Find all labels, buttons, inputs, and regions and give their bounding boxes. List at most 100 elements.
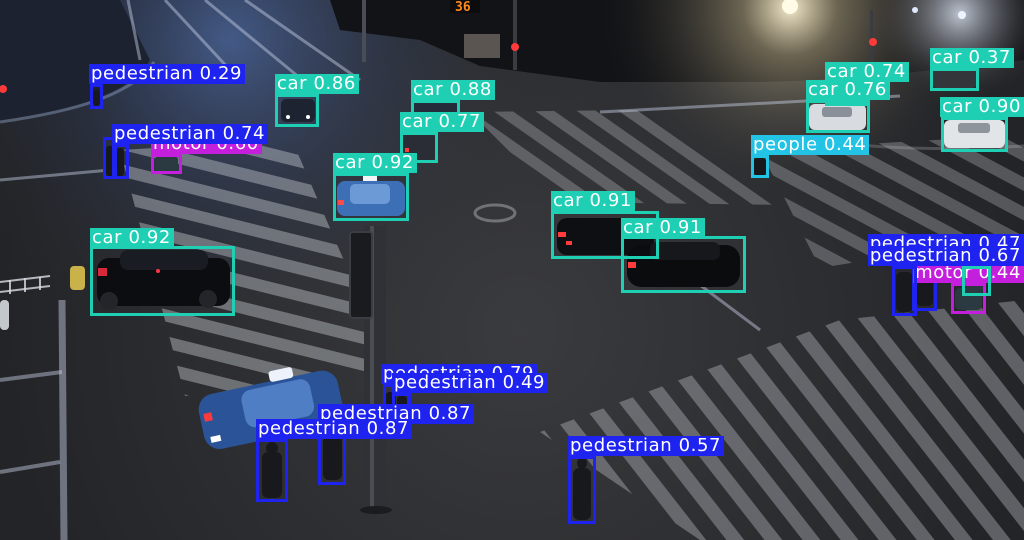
- crosswalk-top: [470, 110, 792, 205]
- confidence-score: 0.74: [222, 123, 266, 144]
- street-lamp: [958, 11, 966, 19]
- bounding-box: [112, 144, 129, 179]
- bounding-box: [151, 154, 182, 174]
- detection-label: pedestrian 0.49: [392, 372, 549, 393]
- bounding-box: [256, 439, 288, 502]
- class-name: car: [942, 96, 973, 117]
- confidence-score: 0.67: [978, 245, 1021, 266]
- confidence-score: 0.44: [823, 134, 867, 155]
- bounding-box: [568, 456, 596, 524]
- confidence-score: 0.87: [366, 418, 410, 439]
- lamp-pole: [362, 0, 366, 62]
- white-car-silhouette: [809, 104, 866, 130]
- taxi-silhouette: [337, 175, 405, 216]
- bounding-box: [930, 68, 979, 91]
- countdown-display: 36: [455, 0, 471, 15]
- red-traffic-light: [0, 85, 7, 93]
- class-name: car: [932, 47, 963, 68]
- countdown-panel: [450, 0, 480, 13]
- detection-label: car 0.74: [825, 62, 909, 82]
- class-name: car: [92, 227, 123, 248]
- confidence-score: 0.90: [978, 96, 1021, 117]
- detection-label: pedestrian 0.67: [867, 245, 1024, 266]
- class-name: car: [827, 61, 858, 82]
- class-name: car: [623, 217, 654, 238]
- detection-label: car 0.90: [940, 97, 1024, 117]
- bounding-box: [275, 94, 319, 127]
- street-lamp: [782, 0, 798, 14]
- yellow-bollard: [70, 266, 85, 290]
- class-name: pedestrian: [320, 403, 423, 424]
- class-name: pedestrian: [91, 63, 194, 84]
- class-name: people: [753, 134, 818, 155]
- detection-label: car 0.77: [400, 112, 484, 132]
- traffic-pole: [513, 0, 517, 70]
- red-traffic-light: [511, 43, 519, 51]
- bounding-box: [103, 137, 117, 179]
- detection-label: car 0.91: [551, 191, 635, 211]
- bounding-box: [90, 246, 235, 316]
- detection-label: car 0.88: [411, 80, 495, 100]
- detection-label: car 0.91: [621, 218, 705, 238]
- detection-label: pedestrian 0.74: [112, 123, 269, 144]
- bounding-box: [892, 266, 917, 316]
- confidence-score: 0.49: [502, 372, 546, 393]
- bounding-box: [962, 266, 991, 296]
- detection-label: car 0.76: [806, 80, 890, 100]
- bounding-box: [333, 173, 409, 221]
- road-marker-circle: [473, 203, 517, 223]
- confidence-score: 0.29: [199, 63, 243, 84]
- class-name: car: [413, 79, 444, 100]
- detection-label: pedestrian 0.57: [568, 435, 725, 456]
- bounding-box: [951, 283, 986, 314]
- white-car-silhouette: [944, 120, 1005, 148]
- confidence-score: 0.74: [863, 61, 906, 82]
- class-name: car: [277, 73, 308, 94]
- confidence-score: 0.77: [438, 111, 481, 132]
- detection-label: motor 0.44: [913, 263, 1024, 283]
- street-lamp: [912, 7, 918, 13]
- confidence-score: 0.88: [449, 79, 492, 100]
- detection-label: people 0.44: [751, 134, 870, 155]
- car-silhouette: [97, 250, 230, 310]
- class-name: motor: [915, 262, 973, 283]
- confidence-score: 0.91: [659, 217, 702, 238]
- detection-label: pedestrian 0.87: [256, 418, 413, 439]
- bounding-box: [90, 84, 103, 109]
- crosswalk-bottom: [540, 300, 1024, 540]
- detection-label: car 0.86: [275, 74, 359, 94]
- red-traffic-light: [869, 38, 877, 46]
- confidence-score: 0.87: [428, 403, 472, 424]
- detection-label: car 0.37: [930, 48, 1014, 68]
- bounding-box: [806, 100, 870, 133]
- car-silhouette: [933, 71, 976, 88]
- crosswalk-left: [120, 140, 392, 396]
- confidence-score: 0.92: [371, 152, 414, 173]
- class-name: pedestrian: [114, 123, 217, 144]
- bounding-box: [621, 236, 746, 293]
- class-name: car: [402, 111, 433, 132]
- detection-label: car 0.92: [333, 153, 417, 173]
- class-name: pedestrian: [394, 372, 497, 393]
- confidence-score: 0.37: [968, 47, 1011, 68]
- car-silhouette: [627, 242, 740, 287]
- detection-label: pedestrian 0.29: [89, 63, 246, 84]
- class-name: car: [808, 79, 839, 100]
- signal-pole: [349, 226, 392, 514]
- class-name: car: [553, 190, 584, 211]
- class-name: car: [335, 152, 366, 173]
- class-name: pedestrian: [869, 245, 973, 266]
- confidence-score: 0.76: [844, 79, 887, 100]
- class-name: pedestrian: [258, 418, 361, 439]
- booth: [464, 34, 500, 58]
- fence: [0, 275, 51, 294]
- parked-white-car: [0, 300, 9, 330]
- class-name: pedestrian: [570, 435, 673, 456]
- confidence-score: 0.91: [589, 190, 632, 211]
- confidence-score: 0.92: [128, 227, 171, 248]
- confidence-score: 0.57: [678, 435, 722, 456]
- bounding-box: [751, 155, 769, 178]
- detection-label: car 0.92: [90, 228, 174, 248]
